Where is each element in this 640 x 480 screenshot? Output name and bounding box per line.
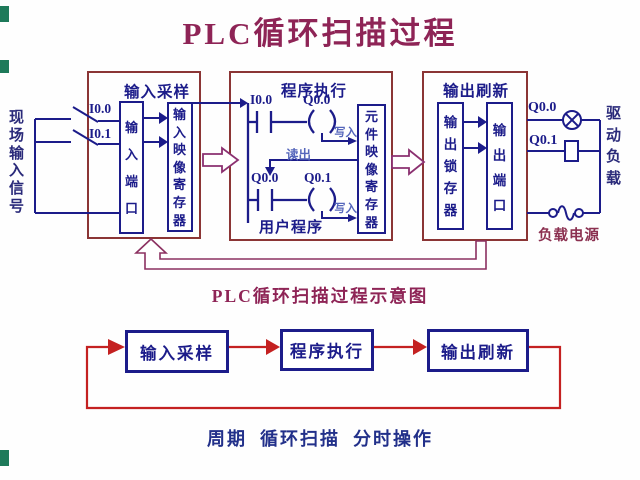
rung2-coil-label: Q0.1 <box>304 170 332 185</box>
arrow-head-icon <box>159 112 168 124</box>
schematic-caption: PLC循环扫描过程示意图 <box>211 286 429 306</box>
stage-arrow-2-icon <box>391 148 426 176</box>
edge-marker-icon <box>0 450 9 466</box>
arrow-head-icon <box>478 116 487 128</box>
input-signal-1-label: I0.0 <box>89 101 112 116</box>
input-image-register-box <box>167 102 193 232</box>
output-port-label: 输出端口 <box>492 123 507 213</box>
arrow-head-icon <box>159 136 168 148</box>
rung2-contact-label: Q0.0 <box>251 170 279 185</box>
flow-step-output-refresh: 输出刷新 <box>427 329 529 372</box>
output-latch-box <box>437 102 464 230</box>
element-image-register-box <box>357 104 386 234</box>
write-arrow-head-icon <box>348 137 357 145</box>
output-signal-2-label: Q0.1 <box>529 133 558 148</box>
edge-marker-icon <box>0 6 9 22</box>
input-stage-title: 输入采样 <box>124 84 191 101</box>
output-latch-label: 输出锁存器 <box>443 115 458 218</box>
load-resistor-icon <box>564 140 579 162</box>
write-label: 写入 <box>334 203 357 215</box>
element-register-label: 元件映像寄存器 <box>364 109 378 230</box>
field-input-signal-label: 现场输入信号 <box>8 110 24 215</box>
coil-icon <box>329 109 337 134</box>
flow-step-program-execution: 程序执行 <box>280 329 374 371</box>
drive-load-label: 驱动负载 <box>605 106 621 187</box>
input-register-label: 输入映像寄存器 <box>172 107 186 228</box>
read-label: 读出 <box>286 148 312 162</box>
write-arrow-head-icon <box>348 214 357 222</box>
output-refresh-box <box>422 71 528 241</box>
flowchart-loop <box>85 339 562 410</box>
arrow-head-icon <box>478 142 487 154</box>
power-terminal-icon <box>574 208 584 218</box>
output-load-circuit <box>527 110 601 221</box>
arrow-head-icon <box>240 98 248 108</box>
red-arrow-head-icon <box>413 339 427 355</box>
edge-marker-icon <box>0 60 9 73</box>
red-arrow-head-icon <box>266 339 280 355</box>
output-stage-title: 输出刷新 <box>443 83 510 100</box>
power-terminal-icon <box>548 208 558 218</box>
switch-icon <box>72 129 99 146</box>
input-port-box <box>119 101 144 234</box>
data-flow-arrows <box>143 98 487 222</box>
input-sampling-box <box>87 71 201 239</box>
stage-arrow-1-icon <box>202 146 240 174</box>
rung1-coil-label: Q0.0 <box>303 92 331 107</box>
switch-icon <box>72 106 99 123</box>
rung1-contact-label: I0.0 <box>250 92 273 107</box>
ladder-logic <box>246 103 337 223</box>
page-title: PLC循环扫描过程 <box>182 16 458 51</box>
output-signal-1-label: Q0.0 <box>528 100 557 115</box>
output-port-box <box>486 102 513 230</box>
read-arrow-head-icon <box>265 167 275 176</box>
inner-boxes <box>119 101 513 234</box>
flow-step-input-sampling: 输入采样 <box>125 330 229 373</box>
field-input-circuit <box>34 106 120 214</box>
load-power-label: 负载电源 <box>538 228 600 244</box>
input-port-label: 输入端口 <box>124 120 138 216</box>
write-label: 写入 <box>334 127 357 139</box>
user-program-label: 用户程序 <box>259 220 324 236</box>
input-signal-2-label: I0.1 <box>89 126 112 141</box>
coil-icon <box>329 187 337 212</box>
program-stage-title: 程序执行 <box>281 83 348 100</box>
flowchart-caption: 周期 循环扫描 分时操作 <box>207 429 433 449</box>
ac-source-icon <box>557 205 575 221</box>
feedback-loop-arrow-icon <box>133 237 487 270</box>
red-arrow-head-icon <box>108 339 125 355</box>
